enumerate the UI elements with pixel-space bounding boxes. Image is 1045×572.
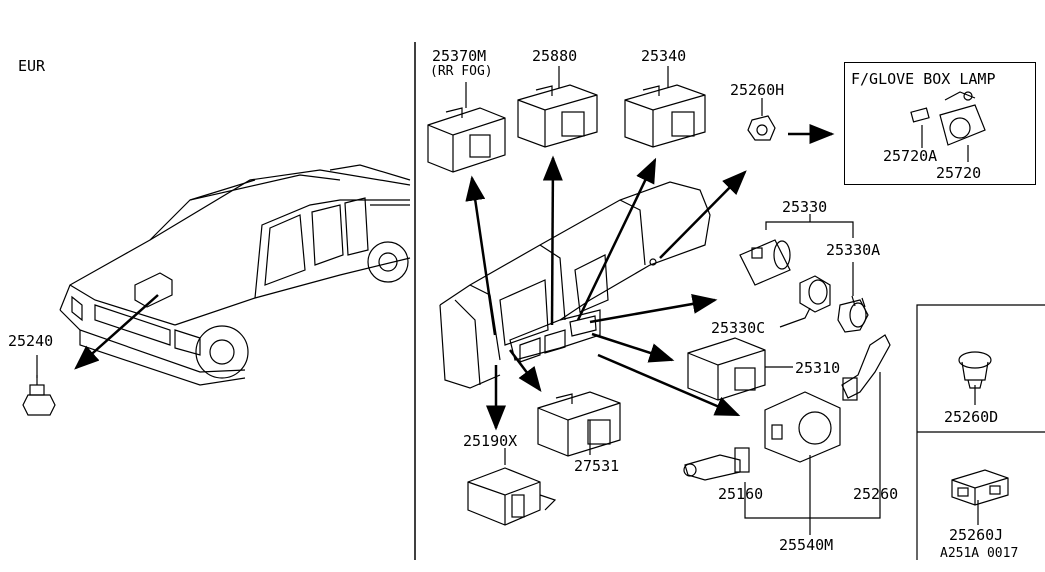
part-label-25720: 25720 xyxy=(936,164,982,182)
part-25370M-switch xyxy=(427,107,506,173)
part-label-25540M: 25540M xyxy=(779,536,834,554)
part-25880-switch xyxy=(517,84,598,148)
part-25190X-switch xyxy=(467,467,557,526)
part-25260J-clip xyxy=(951,469,1009,506)
part-label-25330C: 25330C xyxy=(711,319,766,337)
part-label-25880: 25880 xyxy=(532,47,578,65)
part-label-25340: 25340 xyxy=(641,47,687,65)
part-note-rr-fog: (RR FOG) xyxy=(430,64,493,79)
dashboard-illustration xyxy=(439,181,711,389)
inset-panels xyxy=(916,304,1045,560)
part-label-25330A: 25330A xyxy=(826,241,881,259)
glove-box-lamp-inset xyxy=(844,62,1036,185)
part-25330-lighter xyxy=(739,239,869,333)
leader-lines xyxy=(504,214,979,535)
part-label-27531: 27531 xyxy=(574,457,620,475)
region-label: EUR xyxy=(18,57,46,75)
pointer-arrows xyxy=(465,124,835,431)
glove-box-lamp-title: F/GLOVE BOX LAMP xyxy=(851,70,996,88)
part-25260H-bulb xyxy=(747,115,776,141)
part-label-25260J: 25260J xyxy=(949,526,1004,544)
part-25260D-clip xyxy=(958,351,992,389)
part-25240-sensor xyxy=(22,375,56,416)
part-label-25370M: 25370M xyxy=(432,47,487,65)
part-label-25260H: 25260H xyxy=(730,81,785,99)
part-25310-switch xyxy=(687,337,766,401)
part-25340-switch xyxy=(624,84,706,148)
part-27531-switch xyxy=(537,391,621,457)
part-label-25240: 25240 xyxy=(8,332,54,350)
part-25720-lamp xyxy=(910,91,986,162)
part-25540M-combination-switch xyxy=(683,334,891,481)
part-label-25310: 25310 xyxy=(795,359,841,377)
truck-illustration xyxy=(59,164,411,386)
part-label-25160: 25160 xyxy=(718,485,764,503)
part-label-25720A: 25720A xyxy=(883,147,938,165)
diagram-code: A251A 0017 xyxy=(940,546,1019,561)
part-label-25260D: 25260D xyxy=(944,408,999,426)
part-label-25260: 25260 xyxy=(853,485,899,503)
part-label-25190X: 25190X xyxy=(463,432,518,450)
part-label-25330: 25330 xyxy=(782,198,828,216)
